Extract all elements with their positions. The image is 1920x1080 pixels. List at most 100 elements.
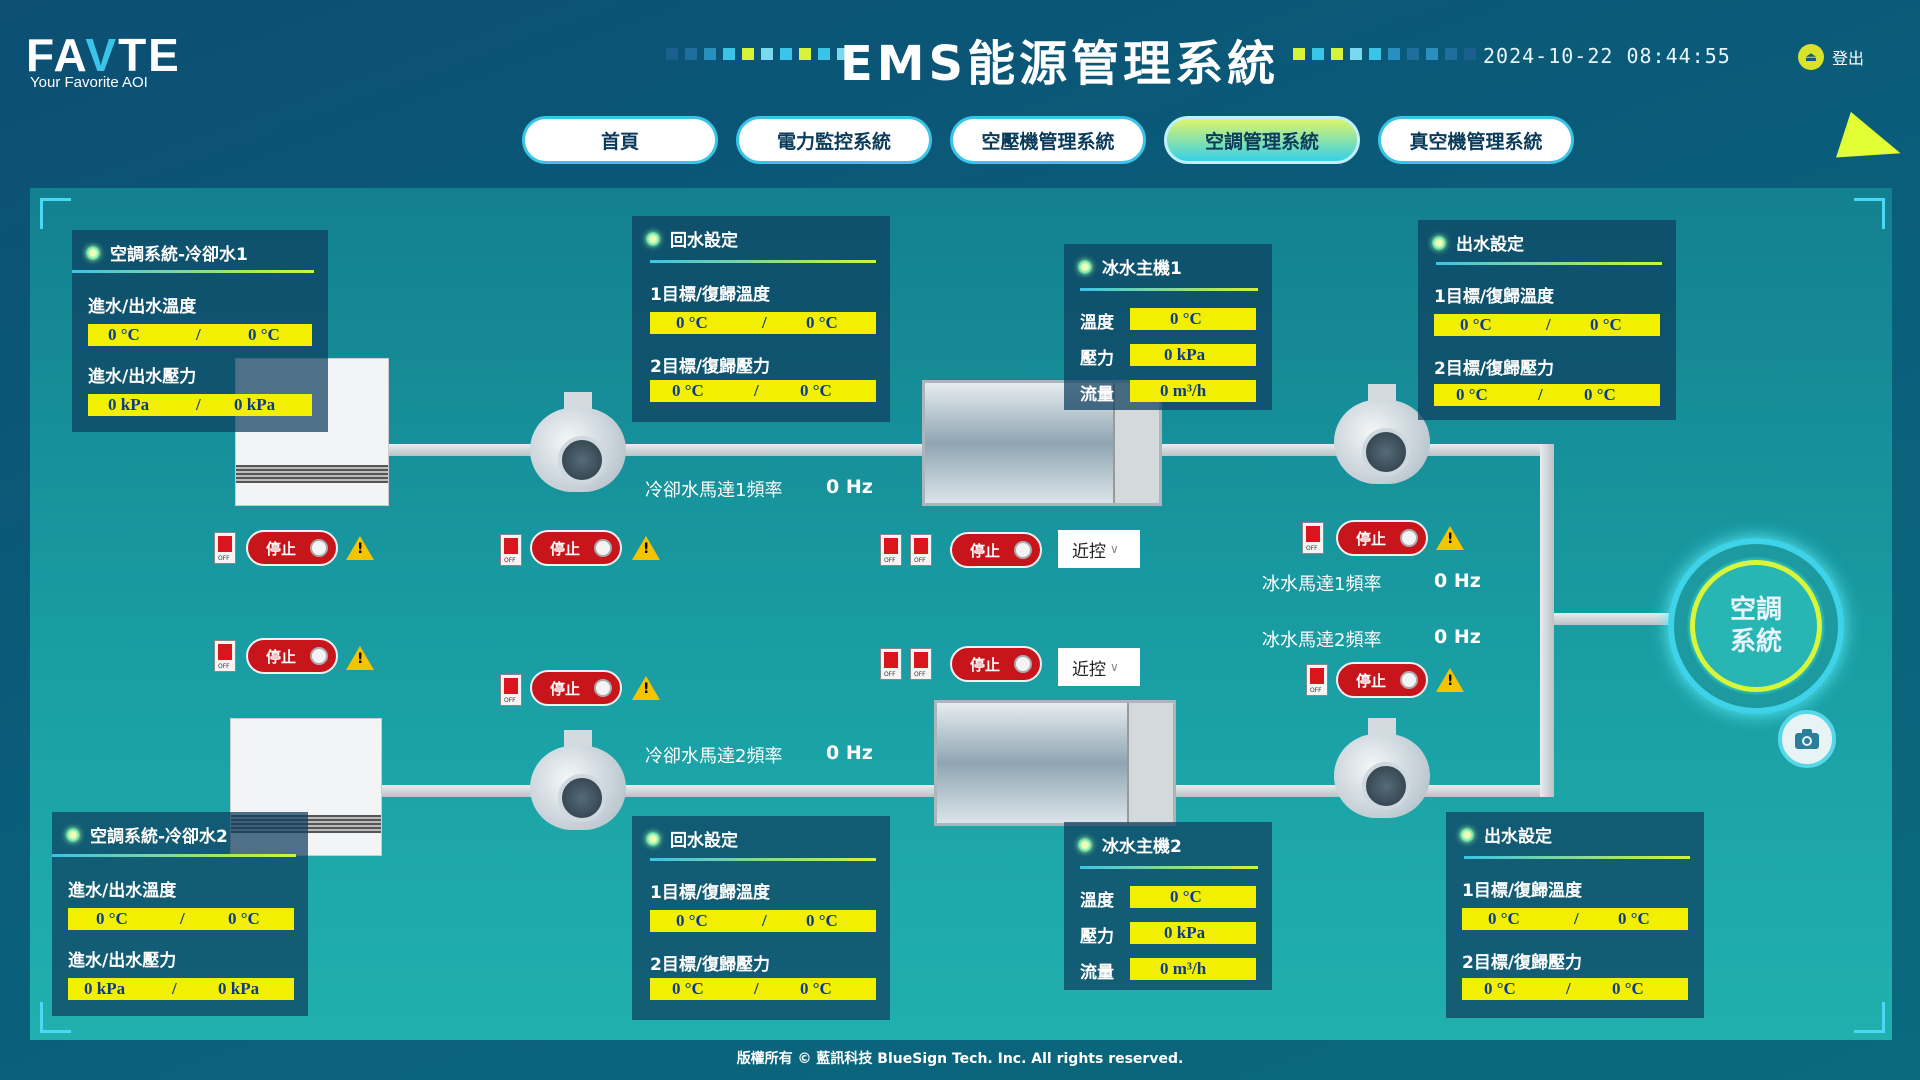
toggle-knob bbox=[1400, 671, 1419, 689]
warning-icon bbox=[346, 536, 374, 560]
chilled-pump-2 bbox=[1334, 718, 1430, 818]
temp-label: 溫度 bbox=[1080, 313, 1114, 333]
copyright-footer: 版權所有 © 藍訊科技 BlueSign Tech. Inc. All righ… bbox=[736, 1051, 1184, 1067]
temp-label: 1目標/復歸溫度 bbox=[1434, 287, 1555, 307]
power-switch[interactable] bbox=[910, 648, 932, 680]
warning-icon bbox=[1436, 526, 1464, 550]
tab-power-monitoring[interactable]: 電力監控系統 bbox=[736, 116, 932, 164]
ac-system-label[interactable]: 空調系統 bbox=[1690, 560, 1822, 692]
pressure-value: 0 kPa bbox=[1130, 922, 1256, 944]
corner-decoration bbox=[1854, 1002, 1885, 1033]
panel-title: 出水設定 bbox=[1484, 827, 1552, 847]
pressure-label: 壓力 bbox=[1080, 349, 1114, 369]
cooling-motor-2-freq-value: 0 Hz bbox=[826, 742, 873, 764]
tab-home[interactable]: 首頁 bbox=[522, 116, 718, 164]
pressure-label: 壓力 bbox=[1080, 927, 1114, 947]
chevron-down-icon: ∨ bbox=[1110, 542, 1119, 556]
temp-values: 0 °C/0 °C bbox=[1462, 908, 1688, 930]
power-switch[interactable] bbox=[214, 532, 236, 564]
power-switch[interactable] bbox=[1306, 664, 1328, 696]
stop-button[interactable]: 停止 bbox=[246, 530, 338, 566]
temp-value: 0 °C bbox=[1130, 886, 1256, 908]
warning-icon bbox=[632, 536, 660, 560]
pressure-label: 2目標/復歸壓力 bbox=[650, 357, 771, 377]
title-decoration-left bbox=[666, 48, 849, 62]
status-indicator bbox=[1432, 235, 1446, 250]
flow-value: 0 m³/h bbox=[1130, 380, 1256, 402]
chilled-motor-1-freq-label: 冰水馬達1頻率 bbox=[1262, 574, 1382, 595]
flow-label: 流量 bbox=[1080, 963, 1114, 983]
stop-button[interactable]: 停止 bbox=[1336, 662, 1428, 698]
corner-decoration bbox=[40, 198, 71, 229]
temp-values: 0 °C/0 °C bbox=[68, 908, 294, 930]
power-switch[interactable] bbox=[1302, 522, 1324, 554]
control-mode-select[interactable]: 近控∨ bbox=[1058, 530, 1140, 568]
stop-button[interactable]: 停止 bbox=[246, 638, 338, 674]
brand-tagline: Your Favorite AOI bbox=[30, 74, 148, 91]
current-datetime: 2024-10-22 08:44:55 bbox=[1483, 44, 1731, 68]
tab-hvac[interactable]: 空調管理系統 bbox=[1164, 116, 1360, 164]
warning-icon bbox=[346, 646, 374, 670]
status-indicator bbox=[646, 831, 660, 846]
pressure-label: 2目標/復歸壓力 bbox=[1434, 359, 1555, 379]
cooling-pump-2 bbox=[530, 730, 626, 830]
temp-values: 0 °C/0 °C bbox=[650, 312, 876, 334]
pressure-label: 進水/出水壓力 bbox=[88, 367, 197, 387]
page-title: EMS能源管理系統 bbox=[840, 36, 1280, 92]
panel-title: 空調系統-冷卻水1 bbox=[110, 245, 248, 265]
play-icon[interactable] bbox=[1836, 111, 1908, 177]
stop-button[interactable]: 停止 bbox=[530, 530, 622, 566]
pressure-values: 0 °C/0 °C bbox=[650, 380, 876, 402]
cooling-water-2-panel: 空調系統-冷卻水2 進水/出水溫度 0 °C/0 °C 進水/出水壓力 0 kP… bbox=[52, 812, 308, 1016]
toggle-knob bbox=[594, 539, 613, 557]
corner-decoration bbox=[40, 1002, 71, 1033]
temp-label: 1目標/復歸溫度 bbox=[650, 285, 771, 305]
power-switch[interactable] bbox=[880, 648, 902, 680]
stop-button[interactable]: 停止 bbox=[530, 670, 622, 706]
toggle-knob bbox=[594, 679, 613, 697]
temp-values: 0 °C/0 °C bbox=[650, 910, 876, 932]
control-mode-select[interactable]: 近控∨ bbox=[1058, 648, 1140, 686]
power-switch[interactable] bbox=[500, 534, 522, 566]
status-indicator bbox=[1460, 827, 1474, 842]
pressure-values: 0 kPa/0 kPa bbox=[88, 394, 312, 416]
status-indicator bbox=[66, 827, 80, 842]
power-switch[interactable] bbox=[910, 534, 932, 566]
stop-button[interactable]: 停止 bbox=[1336, 520, 1428, 556]
tab-air-compressor[interactable]: 空壓機管理系統 bbox=[950, 116, 1146, 164]
status-indicator bbox=[646, 231, 660, 246]
warning-icon bbox=[632, 676, 660, 700]
chilled-pump-1 bbox=[1334, 384, 1430, 484]
corner-decoration bbox=[1854, 198, 1885, 229]
tab-vacuum[interactable]: 真空機管理系統 bbox=[1378, 116, 1574, 164]
toggle-knob bbox=[1400, 529, 1419, 547]
power-switch[interactable] bbox=[500, 674, 522, 706]
power-switch[interactable] bbox=[214, 640, 236, 672]
cooling-motor-1-freq-value: 0 Hz bbox=[826, 476, 873, 498]
status-indicator bbox=[86, 245, 100, 260]
chevron-down-icon: ∨ bbox=[1110, 660, 1119, 674]
chilled-motor-2-freq-label: 冰水馬達2頻率 bbox=[1262, 630, 1382, 651]
chilled-motor-1-freq-value: 0 Hz bbox=[1434, 570, 1481, 592]
pressure-value: 0 kPa bbox=[1130, 344, 1256, 366]
panel-title: 冰水主機2 bbox=[1102, 837, 1182, 857]
temp-values: 0 °C/0 °C bbox=[1434, 314, 1660, 336]
temp-label: 1目標/復歸溫度 bbox=[1462, 881, 1583, 901]
return-water-1-panel: 回水設定 1目標/復歸溫度 0 °C/0 °C 2目標/復歸壓力 0 °C/0 … bbox=[632, 216, 890, 422]
temp-label: 1目標/復歸溫度 bbox=[650, 883, 771, 903]
temp-label: 進水/出水溫度 bbox=[88, 297, 197, 317]
toggle-knob bbox=[310, 539, 329, 557]
camera-button[interactable] bbox=[1778, 710, 1836, 768]
brand-logo: FAVTE bbox=[26, 29, 181, 81]
stop-button[interactable]: 停止 bbox=[950, 646, 1042, 682]
pressure-values: 0 °C/0 °C bbox=[1462, 978, 1688, 1000]
panel-title: 冰水主機1 bbox=[1102, 259, 1182, 279]
toggle-knob bbox=[310, 647, 329, 665]
stop-button[interactable]: 停止 bbox=[950, 532, 1042, 568]
logout-button[interactable]: ⏏ 登出 bbox=[1798, 44, 1864, 70]
camera-icon bbox=[1795, 729, 1819, 749]
power-switch[interactable] bbox=[880, 534, 902, 566]
warning-icon bbox=[1436, 668, 1464, 692]
pipe-to-ac bbox=[1554, 613, 1684, 625]
pressure-values: 0 °C/0 °C bbox=[1434, 384, 1660, 406]
